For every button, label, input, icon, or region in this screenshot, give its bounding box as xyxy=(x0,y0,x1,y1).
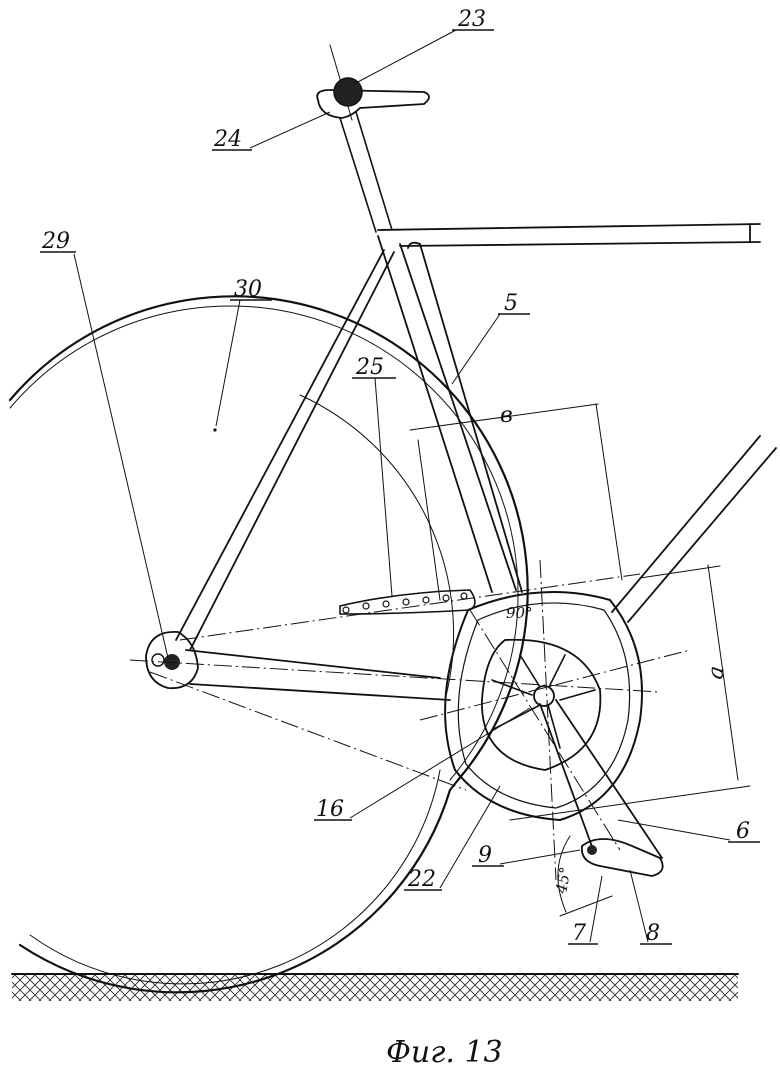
label-24: 24 xyxy=(213,127,242,152)
label-22: 22 xyxy=(407,867,436,892)
seatpost-saddle xyxy=(316,44,430,233)
label-16: 16 xyxy=(316,797,344,822)
label-23: 23 xyxy=(457,7,486,32)
dimension-b xyxy=(409,403,623,601)
seat-stay xyxy=(175,249,395,651)
angle-45 xyxy=(557,835,613,917)
label-b: в xyxy=(500,403,513,428)
crank-pedal xyxy=(539,699,664,877)
label-9: 9 xyxy=(478,843,492,868)
rear-wheel xyxy=(8,295,529,994)
label-30: 30 xyxy=(234,277,262,302)
chain xyxy=(339,589,476,615)
angle-90-label: 90° xyxy=(506,604,533,622)
leader-lines xyxy=(73,29,731,943)
center-lines xyxy=(129,559,691,881)
angle-45-label: 45° xyxy=(552,865,575,895)
label-6: 6 xyxy=(736,819,750,844)
label-25: 25 xyxy=(355,355,384,380)
dimension-a xyxy=(509,564,751,821)
chain-stay xyxy=(185,649,451,701)
label-5: 5 xyxy=(504,291,518,316)
top-tube xyxy=(377,223,761,247)
down-tube xyxy=(611,435,777,623)
label-8: 8 xyxy=(646,921,660,946)
label-underlines xyxy=(40,29,760,945)
label-7: 7 xyxy=(572,921,586,946)
figure-caption: Фиг. 13 xyxy=(386,1035,503,1070)
label-29: 29 xyxy=(41,229,70,254)
seat-tube xyxy=(377,235,523,593)
label-a: а xyxy=(703,664,730,680)
